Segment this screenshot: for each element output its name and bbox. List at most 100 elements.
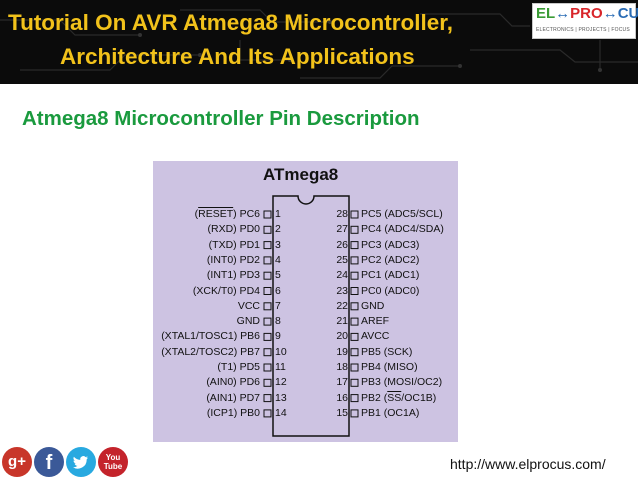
- right-pin-box: [350, 302, 359, 311]
- left-pin-number: 11: [275, 361, 286, 373]
- left-pin-number: 12: [275, 376, 287, 389]
- right-pin-label: PC3 (ADC3): [361, 238, 420, 251]
- left-pin-box: [263, 210, 272, 219]
- logo-tagline: ELECTRONICS | PROJECTS | FOCUS: [536, 27, 630, 33]
- right-pin-number: 22: [336, 299, 348, 312]
- right-pin-box: [350, 332, 359, 341]
- right-pin-number: 25: [336, 253, 348, 266]
- left-pin-label: (TXD) PD1: [208, 238, 260, 251]
- right-pin-label: PB4 (MISO): [361, 361, 418, 373]
- right-pin-box: [350, 348, 359, 357]
- pin-row: (TXD) PD1 3 26 PC3 (ADC3): [153, 238, 458, 253]
- left-pin-number: 2: [275, 223, 281, 236]
- left-pin-number: 13: [275, 391, 287, 404]
- left-pin-box: [263, 302, 272, 311]
- right-pin-number: 15: [336, 406, 348, 419]
- right-pin-label: PB5 (SCK): [361, 345, 413, 358]
- left-pin-label: (T1) PD5: [217, 361, 260, 373]
- right-pin-number: 17: [336, 376, 348, 389]
- chip-outline: [263, 195, 359, 437]
- right-pin-box: [350, 256, 359, 265]
- left-pin-number: 1: [275, 208, 281, 220]
- right-pin-label: PC4 (ADC4/SDA): [361, 223, 444, 236]
- right-pin-box: [350, 287, 359, 295]
- left-pin-box: [263, 363, 272, 372]
- right-pin-box: [350, 363, 359, 372]
- left-pin-number: 8: [275, 315, 281, 328]
- right-pin-label: PC0 (ADC0): [361, 284, 420, 297]
- youtube-icon[interactable]: You Tube: [98, 447, 128, 477]
- left-pin-label: (RXD) PD0: [207, 223, 260, 236]
- left-pin-label: (AIN1) PD7: [206, 391, 260, 404]
- right-pin-number: 24: [336, 269, 348, 282]
- right-pin-box: [350, 317, 359, 326]
- right-pin-label: PB1 (OC1A): [361, 406, 420, 419]
- pin-row: (RXD) PD0 2 27 PC4 (ADC4/SDA): [153, 222, 458, 237]
- right-pin-box: [350, 394, 359, 403]
- left-pin-label: (RESET) PC6: [194, 208, 260, 220]
- left-pin-box: [263, 256, 272, 265]
- left-pin-number: 10: [275, 345, 287, 358]
- pin-row: (AIN0) PD6 12 17 PB3 (MOSI/OC2): [153, 375, 458, 390]
- right-pin-label: AVCC: [361, 330, 390, 343]
- pin-row: VCC 7 22 GND: [153, 299, 458, 314]
- right-pin-number: 28: [336, 208, 348, 220]
- right-pin-number: 21: [336, 315, 348, 328]
- right-pin-number: 19: [336, 345, 348, 358]
- circuit-pattern-background: [0, 9, 638, 79]
- right-pin-label: PC5 (ADC5/SCL): [361, 208, 443, 220]
- right-pin-number: 27: [336, 223, 348, 236]
- logo-brand-text: EL↔PRO↔CUS: [536, 5, 638, 22]
- left-pin-number: 6: [275, 284, 281, 297]
- right-pin-number: 16: [336, 391, 348, 404]
- header-banner: Tutorial On AVR Atmega8 Microcontroller,…: [0, 0, 638, 84]
- left-pin-label: GND: [236, 315, 260, 328]
- twitter-icon[interactable]: [66, 447, 96, 477]
- left-pin-box: [263, 287, 272, 295]
- left-pin-label: (XCK/T0) PD4: [192, 284, 260, 297]
- right-pin-box: [350, 225, 359, 234]
- pin-row: (XTAL2/TOSC2) PB7 10 19 PB5 (SCK): [153, 345, 458, 360]
- right-pin-box: [350, 378, 359, 387]
- pin-row: (RESET) PC6 1 28 PC5 (ADC5/SCL): [153, 207, 458, 222]
- left-pin-label: (XTAL2/TOSC2) PB7: [161, 345, 260, 358]
- left-pin-box: [263, 241, 272, 250]
- left-pin-number: 5: [275, 269, 281, 282]
- left-pin-label: VCC: [237, 299, 260, 312]
- title-line-2: Architecture And Its Applications: [60, 44, 415, 69]
- right-pin-label: GND: [361, 299, 385, 312]
- elprocus-logo: EL↔PRO↔CUS ELECTRONICS | PROJECTS | FOCU…: [532, 3, 638, 39]
- footer-url[interactable]: http://www.elprocus.com/: [450, 456, 606, 472]
- chip-name: ATmega8: [263, 165, 339, 184]
- pin-row: GND 8 21 AREF: [153, 314, 458, 329]
- right-pin-box: [350, 271, 359, 280]
- right-pin-number: 20: [336, 330, 348, 343]
- right-pin-label: PB3 (MOSI/OC2): [361, 376, 443, 389]
- right-pin-number: 23: [336, 284, 348, 297]
- right-pin-label: PC2 (ADC2): [361, 253, 420, 266]
- facebook-icon[interactable]: f: [34, 447, 64, 477]
- section-heading: Atmega8 Microcontroller Pin Description: [22, 107, 420, 130]
- left-pin-box: [263, 378, 272, 387]
- left-pin-box: [263, 225, 272, 234]
- left-pin-number: 3: [275, 238, 281, 251]
- right-pin-number: 18: [336, 361, 348, 373]
- right-pin-box: [350, 210, 359, 219]
- right-pin-number: 26: [336, 238, 348, 251]
- google-plus-icon[interactable]: g+: [2, 447, 32, 477]
- left-pin-label: (XTAL1/TOSC1) PB6: [161, 330, 260, 343]
- left-pin-box: [263, 271, 272, 280]
- pin-row: (T1) PD5 11 18 PB4 (MISO): [153, 360, 458, 375]
- left-pin-box: [263, 348, 272, 357]
- left-pin-label: (AIN0) PD6: [206, 376, 260, 389]
- twitter-bird-glyph: [73, 456, 88, 469]
- right-pin-label: AREF: [361, 315, 390, 328]
- left-pin-box: [263, 394, 272, 403]
- left-pin-number: 7: [275, 299, 281, 312]
